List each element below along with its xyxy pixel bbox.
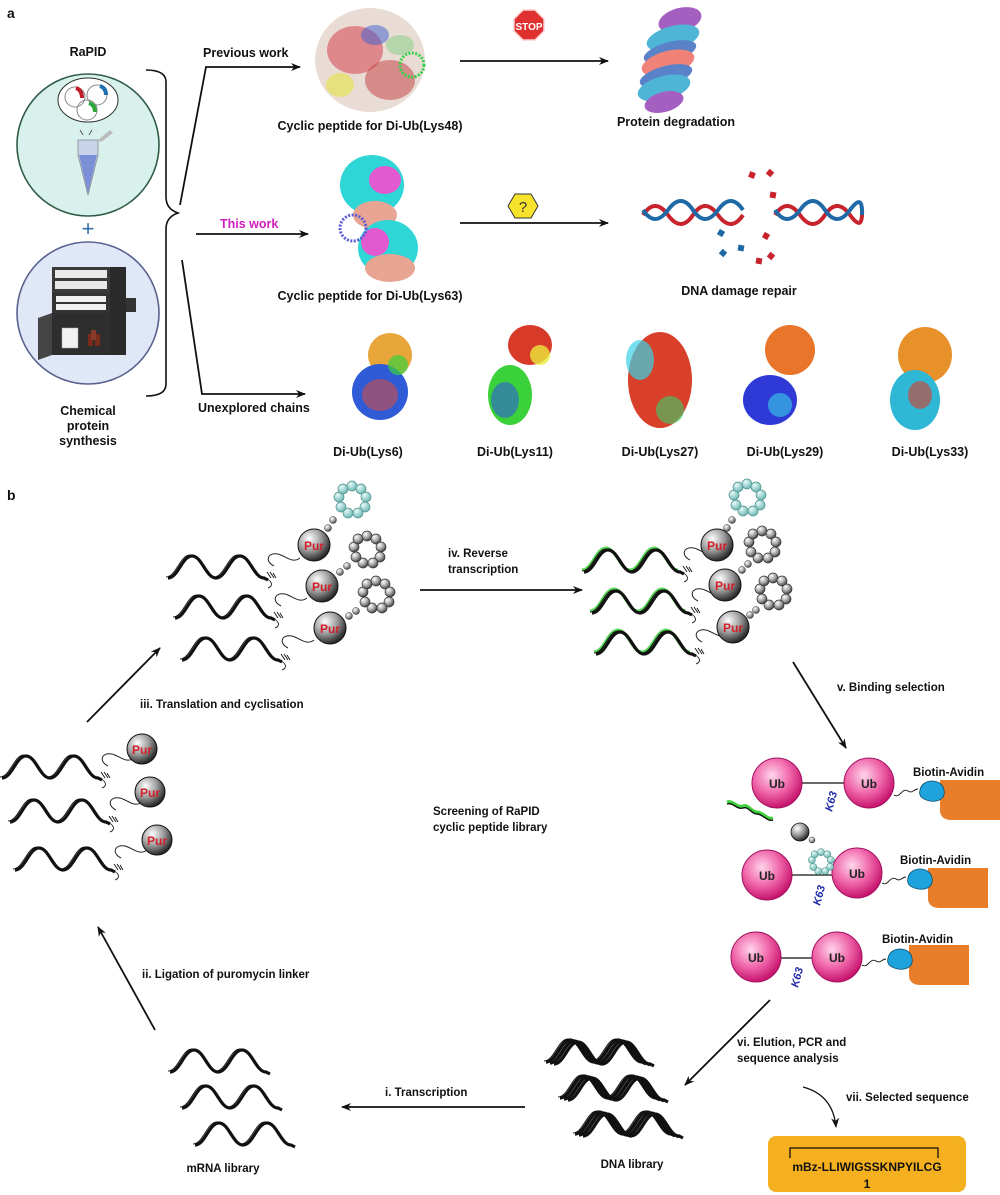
cps-label-line-2: protein [67,419,109,433]
synthesizer-icon [110,267,126,355]
selected-sequence-arrow [802,1086,840,1128]
step-iv-label-line-1: iv. Reverse [448,548,508,560]
ub-label: Ub [759,869,775,883]
ub-complex-2-bound: Ub Ub K63 [726,800,988,908]
question-sign-icon: ? [507,193,539,219]
ub-label: Ub [748,951,764,965]
lys27-structure-image [626,332,692,428]
grouping-brace [145,69,181,397]
avidin-shape [909,945,969,985]
avidin-shape [928,868,988,908]
previous-work-arrow [179,63,301,206]
lys48-structure-image [315,8,426,112]
cyclic-peptide-ring [398,51,426,79]
chain-label-lys11: Di-Ub(Lys11) [477,445,553,459]
chain-label-lys33: Di-Ub(Lys33) [892,445,969,459]
biotin-shape [907,868,933,890]
pur-label: Pur [304,539,324,553]
step-vii-label: vii. Selected sequence [846,1092,969,1104]
ub-label: Ub [769,777,785,791]
cps-label-line-3: synthesis [59,434,117,448]
cps-illustration [16,241,160,385]
pur-label: Pur [312,580,332,594]
biotin-avidin-label: Biotin-Avidin [882,934,953,946]
mrna-library-illustration [166,1047,297,1149]
center-title-line-1: Screening of RaPID [433,806,540,818]
biotin-avidin-label: Biotin-Avidin [900,855,971,867]
chain-label-lys27: Di-Ub(Lys27) [622,445,699,459]
selected-sequence-box: mBz-LLIWIGSSKNPYILCG 1 [768,1136,966,1192]
ub-label: Ub [829,951,845,965]
step-i-label: i. Transcription [385,1087,467,1099]
ub-complex-1: Ub Ub K63 [751,757,1000,820]
puromycin-mrna-conjugates: Pur Pur Pur [0,733,173,881]
peptide-cdna-fusions: Pur Pur Pur [582,478,793,665]
translation-arrow [86,647,161,723]
panel-b-label: b [7,487,16,503]
plus-sign: + [82,216,95,241]
question-sign-text: ? [519,199,527,216]
lys11-structure-image [488,325,552,425]
center-title-line-2: cyclic peptide library [433,822,548,834]
ligation-arrow [97,926,156,1031]
dna-damage-icon [641,168,865,265]
selected-sequence-text: mBz-LLIWIGSSKNPYILCG [792,1160,941,1174]
lys63-caption: Cyclic peptide for Di-Ub(Lys63) [278,289,463,303]
rapid-illustration [16,73,160,217]
ub-label: Ub [849,867,865,881]
stop-sign-text: STOP [515,22,542,33]
k63-label: K63 [811,884,828,907]
lys63-structure-image [338,155,418,282]
lys29-structure-image [743,325,815,425]
previous-work-label: Previous work [203,46,288,60]
cyclic-peptide-ring [338,213,368,243]
protein-degradation-caption: Protein degradation [617,115,735,129]
k63-label: K63 [823,790,840,813]
step-iv-label-line-2: transcription [448,564,518,576]
stop-sign-icon: STOP [513,9,545,41]
rapid-label: RaPID [70,45,107,59]
pur-label: Pur [147,834,167,848]
pur-label: Pur [320,622,340,636]
biotin-shape [887,948,913,970]
dna-library-illustration [544,1039,683,1138]
dna-damage-caption: DNA damage repair [681,284,797,298]
lys33-structure-image [890,327,952,430]
biotin-shape [919,780,945,802]
dna-library-label: DNA library [601,1159,664,1171]
pur-label: Pur [707,539,727,553]
step-ii-label: ii. Ligation of puromycin linker [142,969,310,981]
pur-label: Pur [715,579,735,593]
step-vi-label-line-1: vi. Elution, PCR and [737,1037,846,1049]
peptide-mrna-fusions-translated: Pur Pur Pur [164,480,396,671]
pur-label: Pur [132,743,152,757]
mrna-library-label: mRNA library [186,1163,260,1175]
step-vi-label-line-2: sequence analysis [737,1053,839,1065]
proteasome-icon [637,7,702,113]
elution-arrow [684,999,771,1086]
k63-label: K63 [789,966,806,989]
binding-selection-arrow [792,661,847,749]
step-iii-label: iii. Translation and cyclisation [140,699,304,711]
unexplored-chains-label: Unexplored chains [198,401,310,415]
step-v-label: v. Binding selection [837,682,945,694]
ub-complex-3: Ub Ub K63 [730,931,969,989]
pur-label: Pur [723,621,743,635]
biotin-avidin-label: Biotin-Avidin [913,767,984,779]
cps-label-line-1: Chemical [60,404,116,418]
chain-label-lys29: Di-Ub(Lys29) [747,445,824,459]
ub-label: Ub [861,777,877,791]
cyclisation-bracket [789,1147,939,1158]
this-work-label: This work [220,217,278,231]
unexplored-structures [352,325,952,430]
panel-a-label: a [7,5,15,21]
chain-label-lys6: Di-Ub(Lys6) [333,445,403,459]
lys6-structure-image [352,333,412,420]
unexplored-arrow [181,259,306,398]
compound-number: 1 [864,1177,871,1191]
avidin-shape [940,780,1000,820]
lys48-caption: Cyclic peptide for Di-Ub(Lys48) [278,119,463,133]
pur-label: Pur [140,786,160,800]
